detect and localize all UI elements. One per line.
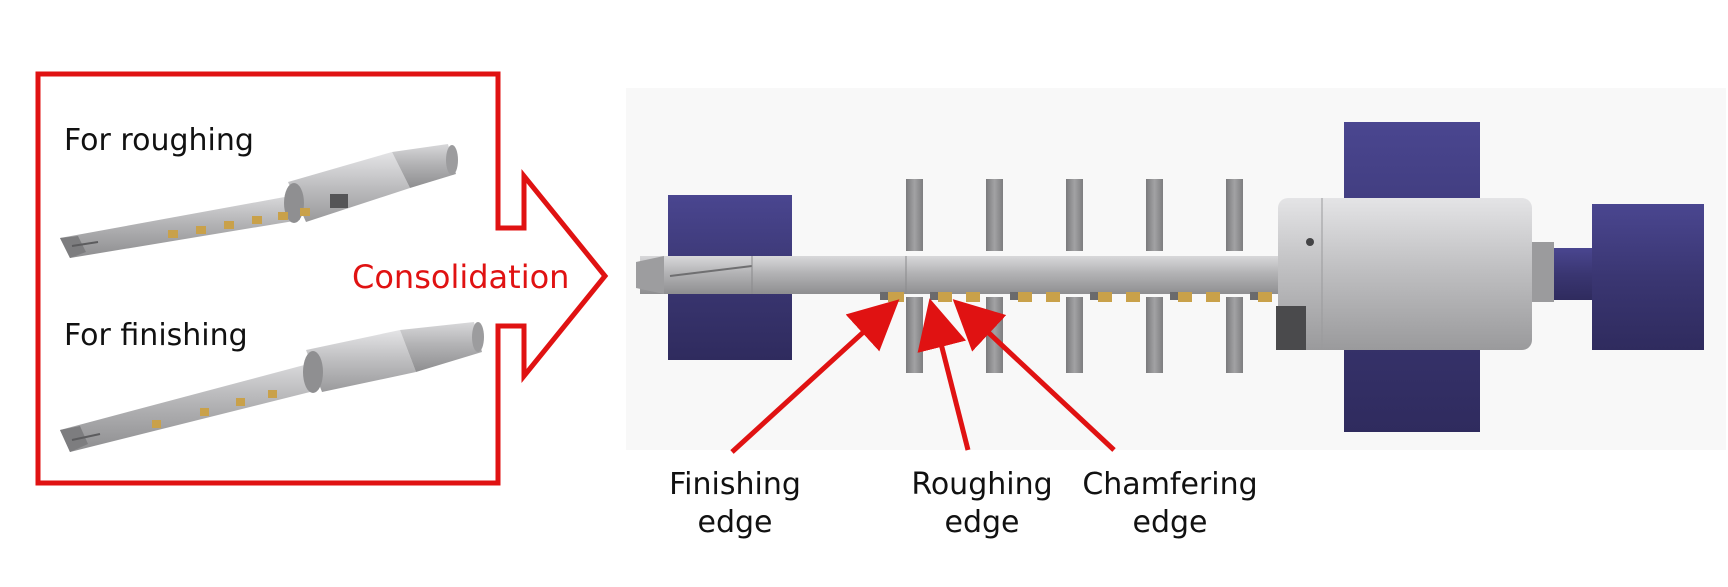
roughing-tool-image — [60, 144, 458, 258]
finishing-edge-label-line1: Finishing — [669, 467, 801, 502]
finishing-edge-arrow — [730, 299, 900, 454]
roughing-edge-arrow — [917, 298, 971, 451]
roughing-edge-label-line1: Roughing — [911, 467, 1052, 502]
chamfering-edge-label-line2: edge — [1133, 505, 1208, 540]
consolidation-arrow-frame — [35, 71, 609, 486]
tool-body — [1278, 198, 1532, 350]
for-roughing-label: For roughing — [64, 123, 254, 158]
for-finishing-label: For finishing — [64, 318, 248, 353]
spindle-block — [1592, 204, 1704, 350]
finishing-edge-label-line2: edge — [698, 505, 773, 540]
consolidation-label: Consolidation — [352, 258, 569, 296]
tool-shaft — [640, 256, 1280, 294]
finishing-tool-image — [60, 322, 484, 452]
chamfering-edge-arrow — [952, 299, 1116, 452]
chamfering-edge-label-line1: Chamfering — [1082, 467, 1257, 502]
edge-callout-arrows — [730, 298, 1116, 454]
workpiece-plates — [906, 179, 1243, 373]
cutting-inserts — [880, 292, 1272, 302]
combined-tool-assembly — [626, 88, 1726, 450]
roughing-edge-label-line2: edge — [945, 505, 1020, 540]
